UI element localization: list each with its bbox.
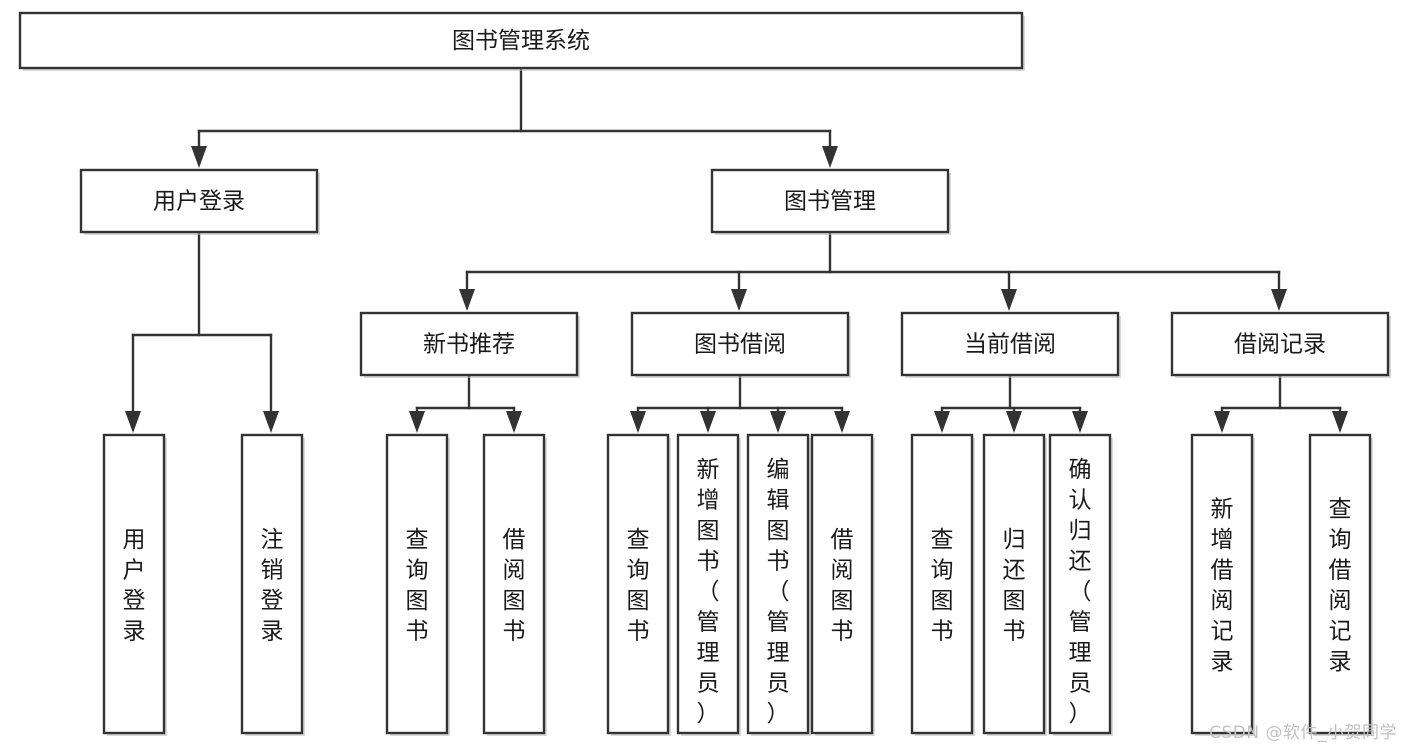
arrow-head-icon: [1332, 411, 1348, 433]
node-label: 图书管理系统: [452, 28, 590, 54]
node-leaf-query-book-borrow[interactable]: 查询图书: [606, 433, 671, 736]
node-leaf-query-record[interactable]: 查询借阅记录: [1308, 433, 1373, 736]
node-box[interactable]: [746, 433, 810, 735]
arrow-head-icon: [834, 411, 850, 433]
node-book-manage[interactable]: 图书管理: [710, 168, 951, 235]
arrow-head-icon: [1072, 411, 1088, 433]
node-box[interactable]: [910, 433, 974, 735]
node-label: 图书借阅: [694, 332, 786, 358]
node-label: 借阅图书: [503, 527, 526, 645]
connector-group-manage-bus: [459, 230, 1287, 311]
arrow-head-icon: [630, 411, 646, 433]
arrow-head-icon: [263, 411, 279, 433]
node-book-borrow[interactable]: 图书借阅: [630, 311, 851, 378]
node-label: 借阅记录: [1234, 332, 1326, 358]
node-leaf-add-record[interactable]: 新增借阅记录: [1190, 433, 1255, 736]
node-label: 查询借阅记录: [1329, 496, 1352, 675]
node-label: 查询图书: [931, 527, 954, 645]
node-leaf-borrow-book-rec[interactable]: 借阅图书: [482, 433, 547, 736]
node-label: 用户登录: [123, 527, 146, 645]
node-box[interactable]: [1308, 433, 1372, 735]
arrow-head-icon: [506, 411, 522, 433]
arrow-head-icon: [1214, 411, 1230, 433]
node-label: 图书管理: [784, 189, 876, 215]
arrow-head-icon: [700, 411, 716, 433]
node-current-borrow[interactable]: 当前借阅: [900, 311, 1121, 378]
node-label: 用户登录: [153, 189, 245, 215]
node-leaf-user-login[interactable]: 用户登录: [102, 433, 167, 736]
node-box[interactable]: [710, 168, 950, 234]
node-box[interactable]: [630, 311, 850, 377]
node-root[interactable]: 图书管理系统: [18, 11, 1025, 71]
connector-group-current-bus: [934, 373, 1088, 433]
node-box[interactable]: [482, 433, 546, 735]
node-label: 查询图书: [406, 527, 429, 645]
node-layer: 图书管理系统用户登录图书管理新书推荐图书借阅当前借阅借阅记录用户登录注销登录查询…: [18, 11, 1391, 736]
node-label: 新书推荐: [423, 332, 515, 358]
node-label: 编辑图书（管理员）: [767, 457, 790, 727]
node-label: 注销登录: [261, 527, 284, 645]
arrow-head-icon: [1001, 289, 1017, 311]
node-borrow-record[interactable]: 借阅记录: [1170, 311, 1391, 378]
arrow-head-icon: [822, 146, 838, 168]
node-leaf-edit-book[interactable]: 编辑图书（管理员）: [746, 433, 811, 736]
node-label: 新增图书（管理员）: [697, 457, 720, 727]
connector-group-root-bus: [191, 66, 838, 168]
node-label: 借阅图书: [831, 527, 854, 645]
connector-group-login-bus: [125, 230, 279, 433]
node-user-login[interactable]: 用户登录: [79, 168, 320, 235]
arrow-head-icon: [409, 411, 425, 433]
node-leaf-return-book[interactable]: 归还图书: [982, 433, 1047, 736]
arrow-head-icon: [770, 411, 786, 433]
node-box[interactable]: [606, 433, 670, 735]
arrow-head-icon: [459, 289, 475, 311]
node-leaf-add-book[interactable]: 新增图书（管理员）: [676, 433, 741, 736]
node-leaf-confirm-return[interactable]: 确认归还（管理员）: [1048, 433, 1113, 736]
node-leaf-query-book-rec[interactable]: 查询图书: [385, 433, 450, 736]
arrow-head-icon: [191, 146, 207, 168]
arrow-head-icon: [125, 411, 141, 433]
node-leaf-borrow-book[interactable]: 借阅图书: [810, 433, 875, 736]
node-box[interactable]: [900, 311, 1120, 377]
node-box[interactable]: [676, 433, 740, 735]
connector-layer: [125, 66, 1348, 433]
connector-group-rec-bus: [409, 373, 522, 433]
node-box[interactable]: [1190, 433, 1254, 735]
node-box[interactable]: [240, 433, 304, 735]
arrow-head-icon: [1006, 411, 1022, 433]
node-label: 查询图书: [627, 527, 650, 645]
node-label: 新增借阅记录: [1211, 496, 1234, 675]
arrow-head-icon: [1271, 289, 1287, 311]
node-leaf-query-book-current[interactable]: 查询图书: [910, 433, 975, 736]
node-box[interactable]: [810, 433, 874, 735]
arrow-head-icon: [731, 289, 747, 311]
node-box[interactable]: [1170, 311, 1390, 377]
node-new-book-rec[interactable]: 新书推荐: [359, 311, 580, 378]
node-box[interactable]: [18, 11, 1024, 70]
node-box[interactable]: [359, 311, 579, 377]
node-label: 当前借阅: [964, 332, 1056, 358]
node-box[interactable]: [385, 433, 449, 735]
node-leaf-logout[interactable]: 注销登录: [240, 433, 305, 736]
node-box[interactable]: [102, 433, 166, 735]
arrow-head-icon: [934, 411, 950, 433]
csdn-watermark: CSDN @软件_小贺同学: [1209, 723, 1397, 743]
node-box[interactable]: [982, 433, 1046, 735]
node-label: 归还图书: [1003, 527, 1026, 645]
node-box[interactable]: [1048, 433, 1112, 735]
connector-group-borrow-bus: [630, 373, 850, 433]
connector-group-record-bus: [1214, 373, 1348, 433]
node-label: 确认归还（管理员）: [1069, 457, 1092, 727]
node-box[interactable]: [79, 168, 319, 234]
